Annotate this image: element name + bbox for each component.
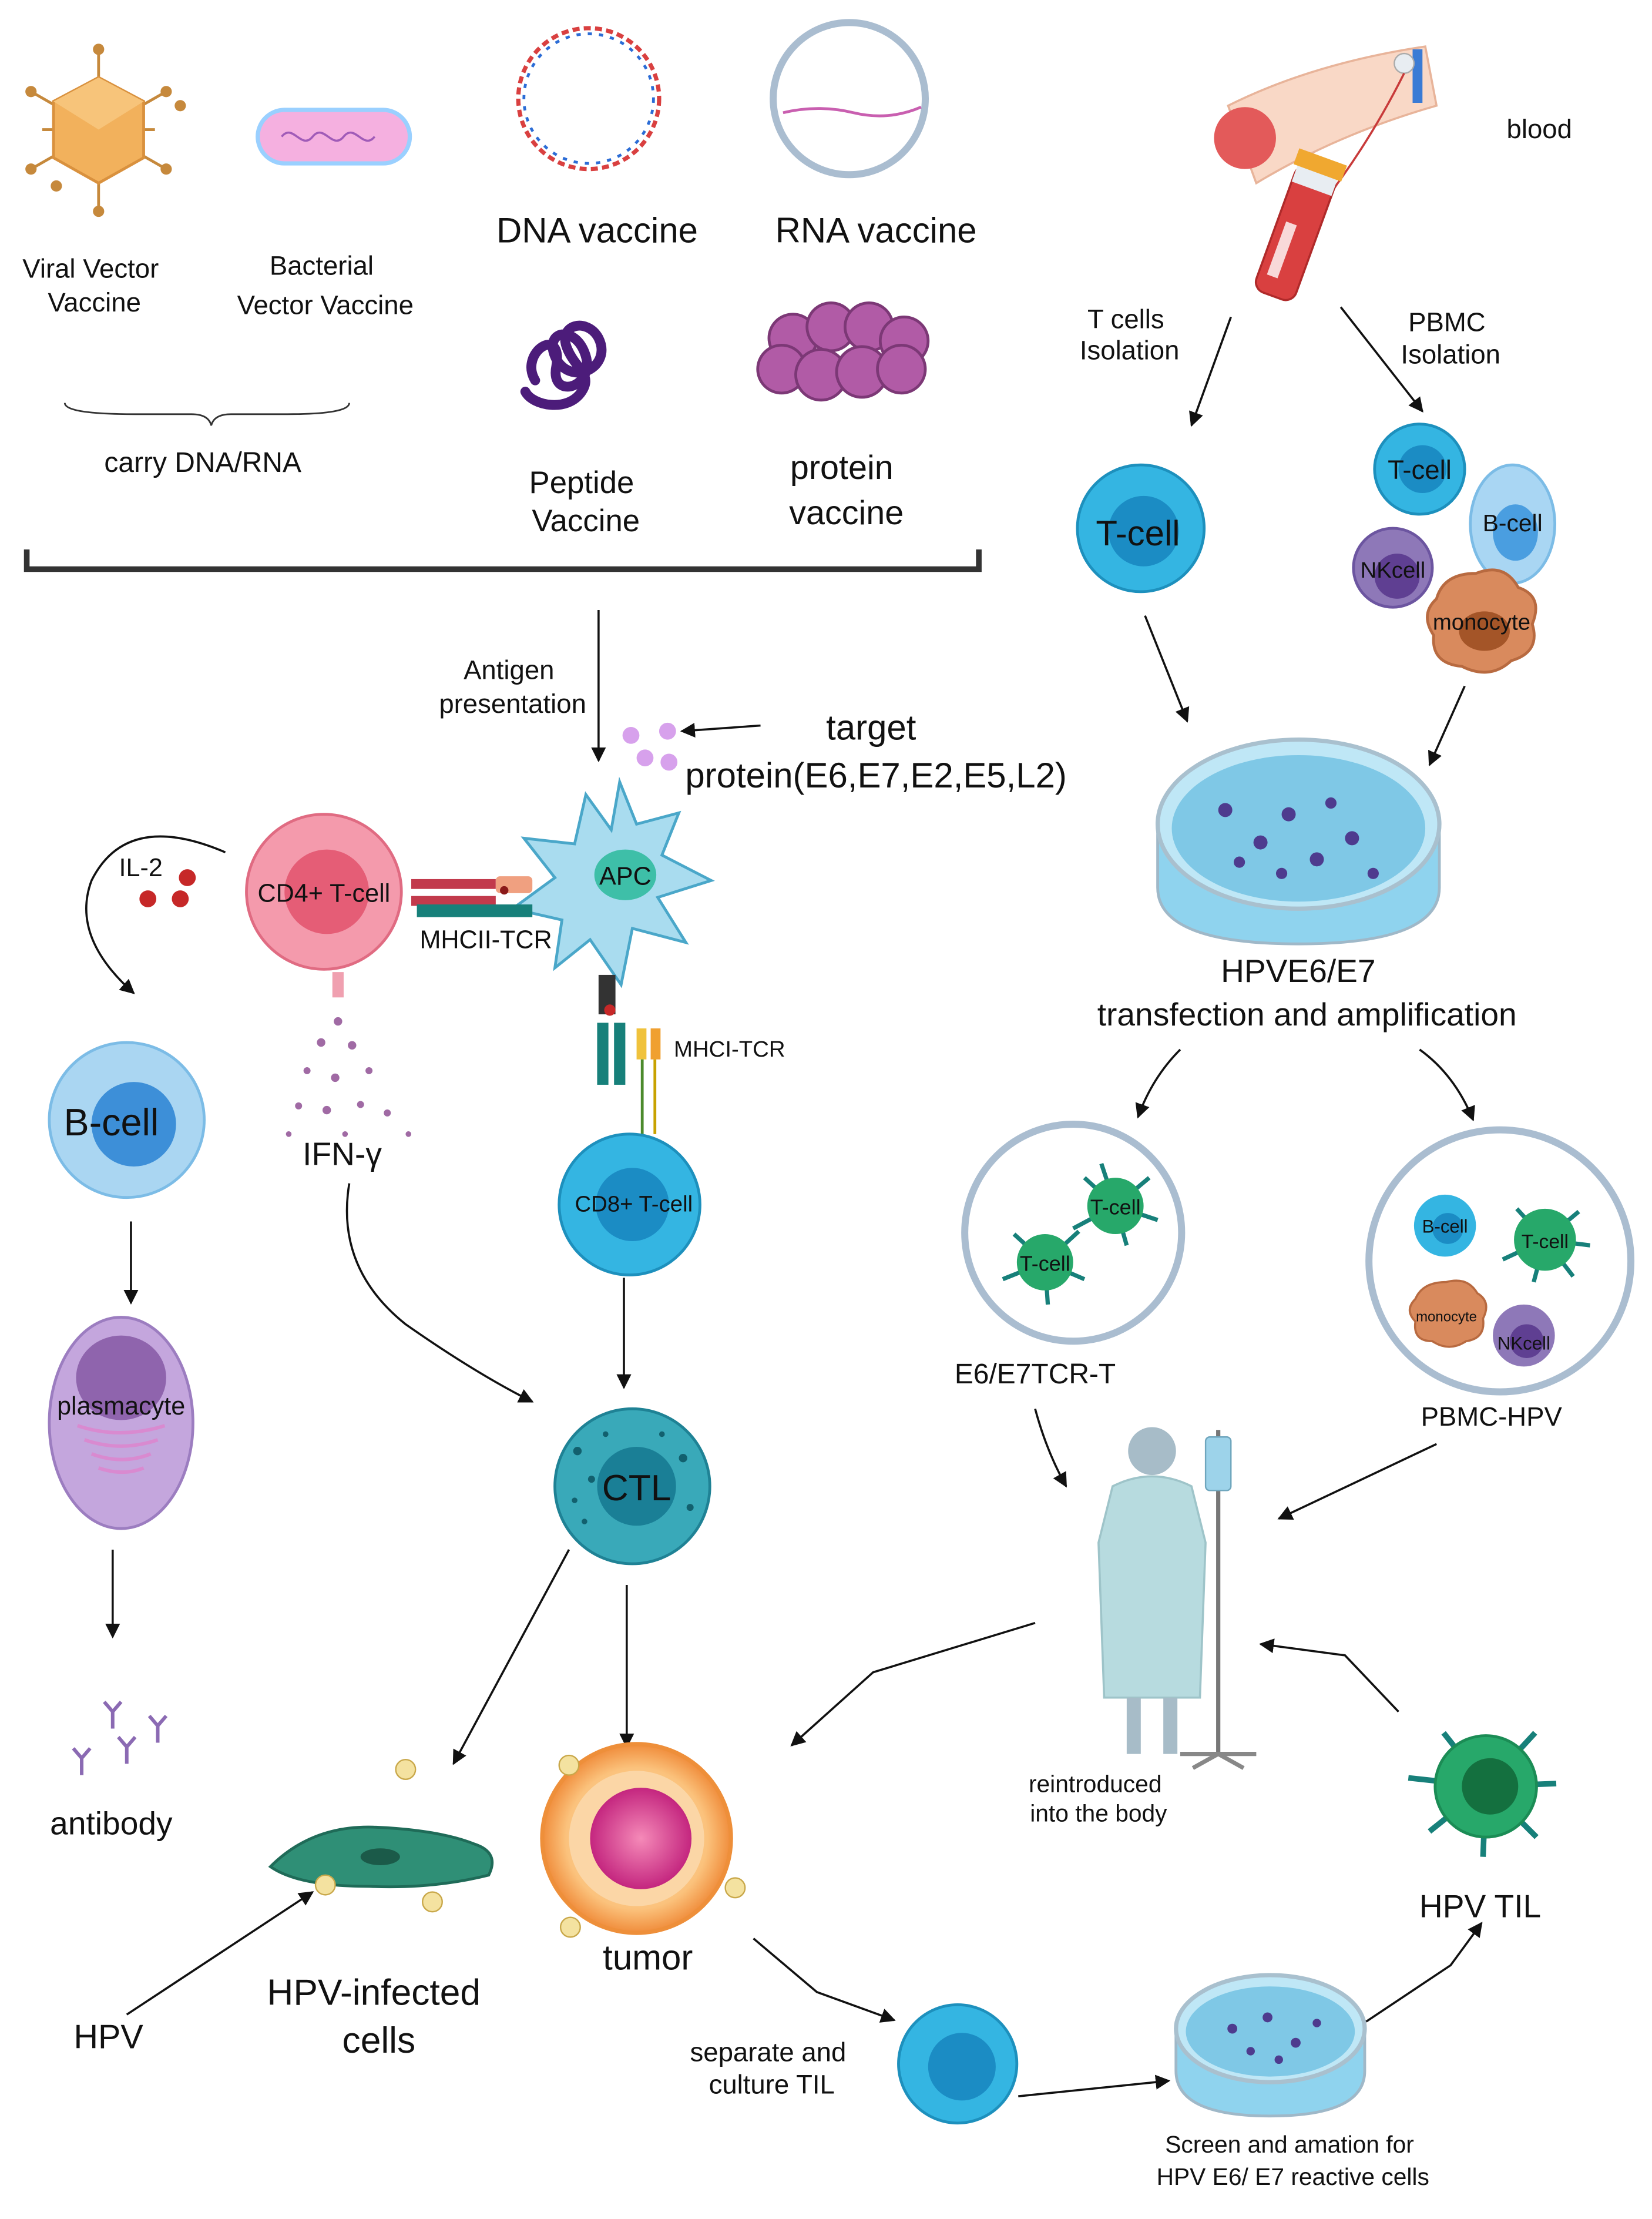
peptide-vaccine-label: Peptide Vaccine: [529, 465, 643, 538]
pbmc-isolation-label: PBMC Isolation: [1401, 307, 1500, 369]
to-pbmchpv-arrow: [1419, 1048, 1475, 1122]
vaccine-bracket: [23, 549, 982, 572]
tcr-t-cell-1-label: T-cell: [1090, 1195, 1141, 1219]
hpv-infected-cell: [268, 1759, 494, 1913]
hpv-til-label: HPV TIL: [1419, 1888, 1541, 1925]
bacterial-vector-icon: [256, 108, 412, 166]
tcrt-to-patient-arrow: [1034, 1408, 1067, 1488]
reintroduced-label: reintroduced into the body: [1029, 1770, 1169, 1826]
pbmc-tcell-label: T-cell: [1388, 455, 1452, 485]
target-arrow: [680, 723, 761, 738]
carry-brace: [63, 403, 350, 426]
dna-vaccine-label: DNA vaccine: [496, 210, 698, 250]
blood-label: blood: [1507, 114, 1572, 144]
ifn-to-ctl-arrow: [345, 1183, 534, 1403]
viral-vector-label: Viral Vector Vaccine: [22, 253, 166, 317]
tumor-cell: [540, 1742, 746, 1938]
culture-dish: [1155, 737, 1442, 946]
dna-plasmid-icon: [516, 26, 662, 172]
separate-culture-label: separate and culture TIL: [690, 2037, 853, 2099]
tcell-iso-arrow: [1189, 316, 1232, 427]
il2-dots: [139, 869, 196, 907]
il2-arrow: [85, 835, 226, 994]
hpv-til-cell: [1408, 1731, 1557, 1857]
pbmc-monocyte-label: monocyte: [1433, 610, 1530, 635]
rna-vaccine-label: RNA vaccine: [775, 210, 977, 250]
pbmchpv-to-patient-arrow: [1277, 1443, 1438, 1520]
pbmc-bcell-label: B-cell: [1483, 510, 1543, 537]
hpv-label: HPV: [73, 2019, 143, 2056]
mhc2-tcr-complex: [411, 876, 533, 917]
pbmc-hpv-nk-label: NKcell: [1497, 1333, 1550, 1354]
blood-draw-icon: [1214, 45, 1438, 301]
pbmc-hpv-monocyte-label: monocyte: [1416, 1309, 1477, 1325]
pbmc-iso-arrow: [1339, 306, 1423, 413]
isolated-tcell-label: T-cell: [1096, 514, 1180, 553]
protein-vaccine-label: protein vaccine: [789, 449, 904, 532]
bcell-left: B-cell: [48, 1041, 206, 1199]
bacterial-vector-label: Bacterial Vector Vaccine: [237, 250, 414, 320]
tcell-isolation-label: T cells Isolation: [1080, 304, 1180, 366]
transfection-label: HPVE6/E7 transfection and amplification: [1097, 953, 1517, 1033]
tcr-t-dish: T-cell T-cell: [961, 1121, 1186, 1345]
pbmc-nk-label: NKcell: [1361, 558, 1426, 583]
tumor-label: tumor: [603, 1938, 693, 1977]
target-protein-dots: [622, 722, 678, 771]
pbmc-cluster: T-cell B-cell NKcell monocyte: [1352, 423, 1557, 674]
antigen-presentation-label: Antigen presentation: [439, 655, 586, 719]
ifn-secretion: [286, 972, 412, 1137]
protein-icon: [756, 301, 930, 402]
cd8-tcell: CD8+ T-cell: [558, 1132, 701, 1276]
screen-label: Screen and amation for HPV E6/ E7 reacti…: [1157, 2131, 1429, 2190]
pbmc-to-dish-arrow: [1428, 685, 1466, 767]
til-to-patient-arrow: [1259, 1638, 1399, 1712]
mhc1-tcr-complex: [597, 974, 661, 1134]
pbmc-hpv-bcell-label: B-cell: [1422, 1216, 1468, 1237]
separated-til-cell: [897, 2003, 1019, 2125]
bcell-left-label: B-cell: [63, 1101, 159, 1144]
isolated-tcell: T-cell: [1076, 463, 1206, 594]
il2-label: IL-2: [119, 854, 163, 882]
hpv-infected-label: HPV-infected cells: [267, 1972, 491, 2061]
cd8-label: CD8+ T-cell: [575, 1192, 693, 1217]
pbmc-hpv-label: PBMC-HPV: [1421, 1402, 1563, 1432]
tumor-to-til-arrow: [753, 1938, 896, 2023]
target-protein-label: target protein(E6,E7,E2,E5,L2): [685, 708, 1067, 796]
tcell-to-dish-arrow: [1144, 615, 1190, 723]
pbmc-hpv-tcell-label: T-cell: [1522, 1231, 1569, 1253]
patient-icon: [1097, 1427, 1257, 1770]
ctl-label: CTL: [602, 1468, 671, 1509]
mhc1-tcr-label: MHCI-TCR: [674, 1037, 785, 1062]
ifn-label: IFN-γ: [303, 1136, 382, 1172]
hpv-arrow: [126, 1891, 314, 2016]
mhc2-tcr-label: MHCII-TCR: [419, 926, 552, 954]
antibody-label: antibody: [50, 1805, 173, 1841]
carry-label: carry DNA/RNA: [104, 447, 301, 478]
peptide-icon: [520, 320, 607, 410]
tcr-t-cell-2-label: T-cell: [1020, 1251, 1070, 1275]
til-to-screen-arrow: [1018, 2074, 1171, 2097]
ctl-cell: CTL: [553, 1407, 711, 1566]
pbmc-hpv-dish: B-cell T-cell monocyte NKcell: [1365, 1126, 1635, 1396]
to-tcrt-arrow: [1135, 1048, 1181, 1119]
antibody-icon: [72, 1700, 168, 1775]
patient-to-tumor-arrow: [790, 1621, 1036, 1747]
ctl-to-infected-arrow: [452, 1549, 570, 1765]
apc-label: APC: [599, 863, 652, 891]
plasmacyte-label: plasmacyte: [57, 1392, 185, 1420]
cd4-label: CD4+ T-cell: [257, 879, 390, 907]
screen-dish: [1174, 1973, 1367, 2118]
viral-vector-icon: [25, 43, 186, 217]
cd4-tcell: CD4+ T-cell: [245, 813, 403, 971]
rna-vaccine-icon: [770, 19, 929, 179]
apc-cell: APC: [509, 776, 715, 988]
plasmacyte-cell: plasmacyte: [48, 1316, 194, 1530]
tcr-t-label: E6/E7TCR-T: [955, 1359, 1116, 1390]
screen-to-til-arrow: [1365, 1922, 1483, 2023]
